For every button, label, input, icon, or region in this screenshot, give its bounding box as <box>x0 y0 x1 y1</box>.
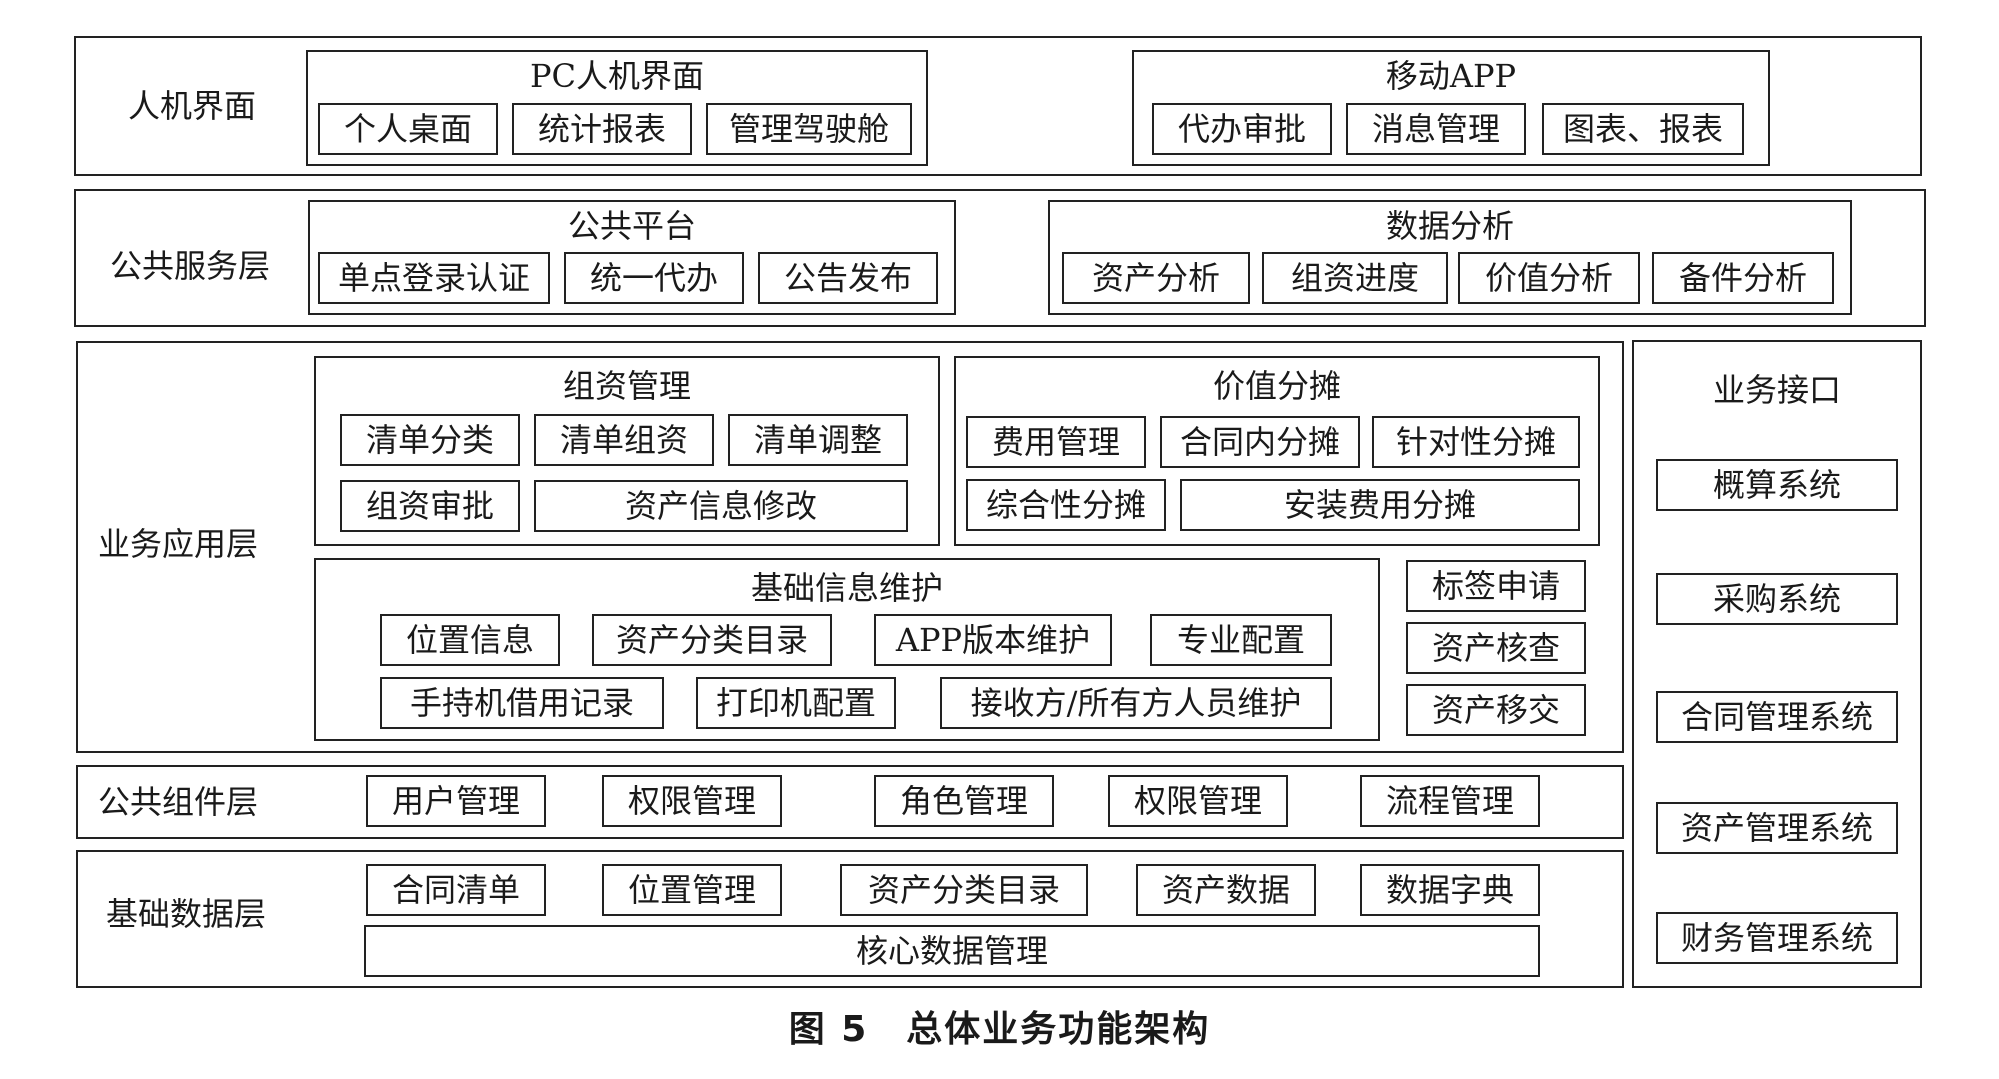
interface-item-finance-mgmt: 财务管理系统 <box>1656 912 1898 964</box>
platform-item-sso: 单点登录认证 <box>318 252 550 304</box>
analysis-item-progress: 组资进度 <box>1262 252 1448 304</box>
mobile-item-messages: 消息管理 <box>1346 103 1526 155</box>
layer-label-public-component: 公共组件层 <box>98 783 259 821</box>
interface-item-contract-mgmt: 合同管理系统 <box>1656 691 1898 743</box>
component-item-permission-2: 权限管理 <box>1108 775 1288 827</box>
layer-label-public-service: 公共服务层 <box>110 247 271 285</box>
value-item-targeted: 针对性分摊 <box>1372 416 1580 468</box>
group-title-asset-grouping: 组资管理 <box>562 367 691 405</box>
base-data-item-asset-data: 资产数据 <box>1136 864 1316 916</box>
base-data-item-location: 位置管理 <box>602 864 782 916</box>
analysis-item-asset: 资产分析 <box>1062 252 1250 304</box>
mobile-item-charts: 图表、报表 <box>1542 103 1744 155</box>
group-title-data-analysis: 数据分析 <box>1385 207 1514 245</box>
asset-group-item-classify: 清单分类 <box>340 414 520 466</box>
base-data-item-category: 资产分类目录 <box>840 864 1088 916</box>
base-info-item-category: 资产分类目录 <box>592 614 832 666</box>
base-info-item-location: 位置信息 <box>380 614 560 666</box>
platform-item-unified-todo: 统一代办 <box>564 252 744 304</box>
component-item-permission: 权限管理 <box>602 775 782 827</box>
business-interface-title: 业务接口 <box>1712 371 1841 409</box>
asset-group-item-approval: 组资审批 <box>340 480 520 532</box>
asset-group-item-modify-info: 资产信息修改 <box>534 480 908 532</box>
base-info-item-recipient: 接收方/所有方人员维护 <box>940 677 1332 729</box>
base-info-item-app-version: APP版本维护 <box>874 614 1112 666</box>
layer-label-base-data: 基础数据层 <box>106 895 267 933</box>
mobile-item-approval: 代办审批 <box>1152 103 1332 155</box>
interface-item-procurement: 采购系统 <box>1656 573 1898 625</box>
hmi-item-personal-desktop: 个人桌面 <box>318 103 498 155</box>
interface-item-estimate: 概算系统 <box>1656 459 1898 511</box>
group-title-base-info: 基础信息维护 <box>750 569 943 607</box>
side-item-label-request: 标签申请 <box>1406 560 1586 612</box>
base-info-item-specialty: 专业配置 <box>1150 614 1332 666</box>
asset-group-item-group: 清单组资 <box>534 414 714 466</box>
component-item-user: 用户管理 <box>366 775 546 827</box>
base-data-item-core: 核心数据管理 <box>364 925 1540 977</box>
component-item-role: 角色管理 <box>874 775 1054 827</box>
base-info-item-handheld: 手持机借用记录 <box>380 677 664 729</box>
figure-caption: 图 5 总体业务功能架构 <box>788 1009 1211 1050</box>
group-title-pc-hmi: PC人机界面 <box>529 57 705 95</box>
base-info-item-printer: 打印机配置 <box>696 677 896 729</box>
business-interface-panel: 业务接口 <box>1632 340 1922 988</box>
interface-item-asset-mgmt: 资产管理系统 <box>1656 802 1898 854</box>
hmi-item-stat-report: 统计报表 <box>512 103 692 155</box>
layer-label-hmi: 人机界面 <box>128 87 257 125</box>
analysis-item-spare-parts: 备件分析 <box>1652 252 1834 304</box>
value-item-installation: 安装费用分摊 <box>1180 479 1580 531</box>
group-title-value-allocation: 价值分摊 <box>1212 367 1341 405</box>
side-item-asset-check: 资产核查 <box>1406 622 1586 674</box>
group-title-mobile-app: 移动APP <box>1385 57 1517 95</box>
component-item-workflow: 流程管理 <box>1360 775 1540 827</box>
base-data-item-contract: 合同清单 <box>366 864 546 916</box>
value-item-comprehensive: 综合性分摊 <box>966 479 1166 531</box>
group-title-public-platform: 公共平台 <box>567 207 696 245</box>
platform-item-announcement: 公告发布 <box>758 252 938 304</box>
side-item-asset-transfer: 资产移交 <box>1406 684 1586 736</box>
hmi-item-cockpit: 管理驾驶舱 <box>706 103 912 155</box>
base-data-item-dictionary: 数据字典 <box>1360 864 1540 916</box>
analysis-item-value: 价值分析 <box>1458 252 1640 304</box>
layer-label-business-app: 业务应用层 <box>98 525 259 563</box>
asset-group-item-adjust: 清单调整 <box>728 414 908 466</box>
value-item-expense: 费用管理 <box>966 416 1146 468</box>
value-item-in-contract: 合同内分摊 <box>1160 416 1360 468</box>
